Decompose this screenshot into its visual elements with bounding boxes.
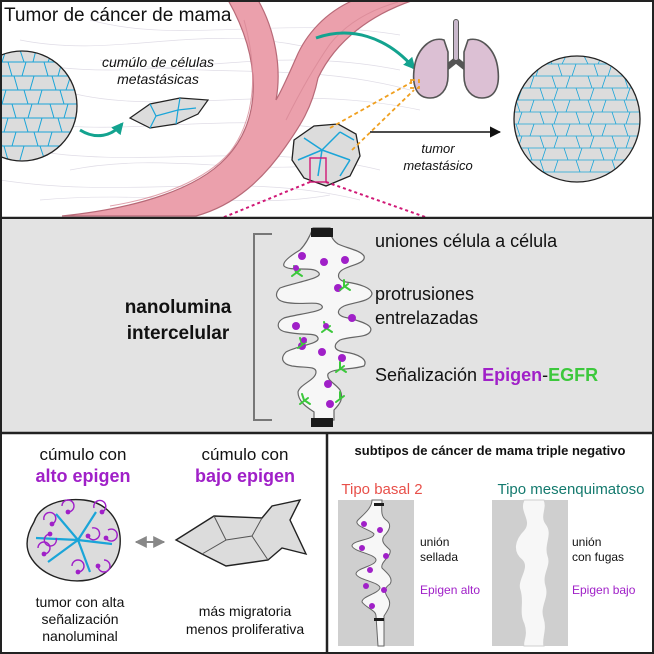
egfr-receptors xyxy=(291,265,351,405)
high-caption-3: nanoluminal xyxy=(42,628,118,644)
signaling-egfr: EGFR xyxy=(548,365,598,385)
low-epigen-cluster xyxy=(174,499,308,567)
low-caption-1: más migratoria xyxy=(199,603,292,619)
cluster-label-line2: metastásicas xyxy=(117,71,199,87)
primary-tumor xyxy=(0,50,78,162)
high-line1: cúmulo con xyxy=(40,445,127,464)
bottom-right-panel: subtipos de cáncer de mama triple negati… xyxy=(338,443,645,647)
protrusions-label-line1: protrusiones xyxy=(375,284,474,304)
metastatic-label-line2: metastásico xyxy=(403,158,472,173)
low-line2: bajo epigen xyxy=(195,466,295,486)
basal-epigen: Epigen alto xyxy=(420,583,480,597)
top-title: Tumor de cáncer de mama xyxy=(4,5,232,26)
high-epigen-cluster xyxy=(26,498,121,582)
mes-tissue xyxy=(492,499,568,647)
magenta-zoom-lines xyxy=(221,181,429,219)
low-line1: cúmulo con xyxy=(202,445,289,464)
basal-junction-2: sellada xyxy=(420,550,458,564)
metastatic-label-line1: tumor xyxy=(421,141,455,156)
basal-title: Tipo basal 2 xyxy=(341,481,422,498)
organ-cluster xyxy=(291,123,361,187)
bottom-left-panel: cúmulo con alto epigen cúmulo con bajo e… xyxy=(26,434,329,654)
protrusions-label-line2: entrelazadas xyxy=(375,308,478,328)
nanolumen xyxy=(275,227,373,427)
mes-title: Tipo mesenquimatoso xyxy=(497,481,644,498)
middle-panel: nanolumina intercelular uniones célula a… xyxy=(0,219,654,435)
high-line2: alto epigen xyxy=(35,466,130,486)
signaling-dash: - xyxy=(542,365,548,385)
basal-tissue xyxy=(338,499,414,647)
blood-vessel xyxy=(61,0,415,217)
high-caption-1: tumor con alta xyxy=(36,594,125,610)
nanolumen-label-line1: nanolumina xyxy=(125,297,232,318)
mes-epigen: Epigen bajo xyxy=(572,583,636,597)
lungs-icon xyxy=(412,19,500,99)
bound-epigen xyxy=(293,265,329,343)
nanolumen-label-line2: intercelular xyxy=(127,323,230,344)
top-panel: cumúlo de células metastásicas Tumor de … xyxy=(0,0,641,219)
bracket xyxy=(253,233,272,421)
mes-junction-1: unión xyxy=(572,535,601,549)
junction-top xyxy=(311,228,333,237)
junction-bottom xyxy=(311,418,333,427)
zoom-box xyxy=(309,157,327,183)
signaling-label: Señalización Epigen-EGFR xyxy=(375,365,598,385)
subtypes-heading: subtipos de cáncer de mama triple negati… xyxy=(355,443,626,458)
mes-junction-2: con fugas xyxy=(572,550,624,564)
orange-connectors xyxy=(329,79,420,151)
teal-arrow-2 xyxy=(315,31,416,70)
junctions-label: uniones célula a célula xyxy=(375,231,558,251)
high-caption-2: señalización xyxy=(41,611,118,627)
low-caption-2: menos proliferativa xyxy=(186,621,304,637)
cluster-label-line1: cumúlo de células xyxy=(102,54,214,70)
basal-junction-1: unión xyxy=(420,535,449,549)
signaling-prefix: Señalización xyxy=(375,365,482,385)
metastatic-cluster xyxy=(128,97,210,129)
teal-arrow-1 xyxy=(79,122,124,138)
metastatic-tumor xyxy=(513,55,641,183)
signaling-epigen: Epigen xyxy=(482,365,542,385)
